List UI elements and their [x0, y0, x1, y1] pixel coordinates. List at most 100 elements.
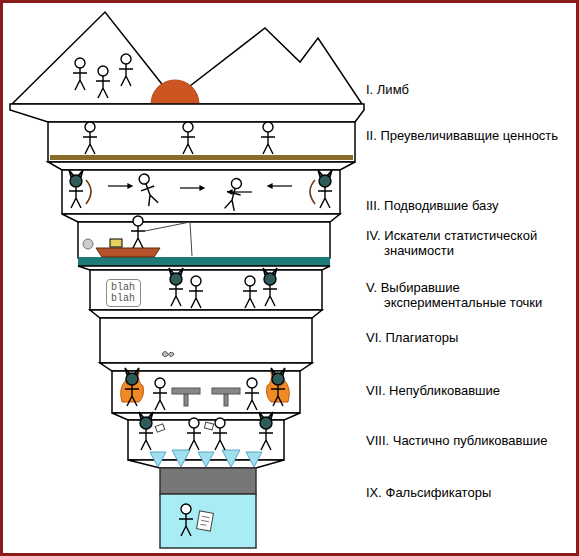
circle-nine: [160, 494, 256, 548]
circle-label: VI. Плагиаторы: [366, 330, 458, 345]
circle-six: [100, 318, 312, 363]
paper: [197, 511, 214, 531]
circle-nine: [179, 504, 193, 536]
boat: [96, 248, 160, 257]
circle-six: [100, 363, 312, 371]
icicles: [150, 450, 262, 467]
arrows: [180, 187, 200, 188]
circle-label: IX. Фальсификаторы: [366, 485, 491, 500]
fishing-line: [145, 222, 192, 256]
circle-eight: [187, 418, 201, 450]
circle-label: II. Преувеличивавщие ценность: [366, 128, 558, 143]
circle-two: [261, 122, 275, 154]
circle-two: [48, 162, 355, 170]
table: [172, 388, 240, 406]
circle-eight: [213, 418, 227, 450]
circle-four: [78, 216, 330, 270]
icicles: [198, 452, 214, 467]
circle-three: [223, 177, 245, 212]
arrows: [232, 191, 252, 192]
circle-three: [62, 170, 340, 222]
circle-three: [62, 170, 340, 214]
arrows: [108, 184, 292, 194]
circle-four: [131, 216, 145, 248]
speech-bubble: blah blah: [106, 279, 141, 307]
arrows: [268, 184, 272, 188]
circle-eight: [259, 412, 273, 450]
bow: [86, 180, 315, 204]
arrows: [200, 186, 204, 190]
rock: [83, 239, 93, 249]
limbo-mountains: [12, 12, 362, 104]
circle-five: [189, 276, 203, 308]
circle-seven: [153, 378, 167, 410]
circle-five: [169, 268, 183, 306]
circle-four: [78, 222, 330, 258]
limbo-mountains: [10, 104, 364, 122]
limbo-mountains: [10, 12, 364, 122]
circle-nine: [160, 468, 256, 548]
circle-label-wrap: I. Лимб: [366, 82, 572, 97]
circle-label: III. Подводившие базу: [366, 198, 498, 213]
circle-label-wrap: II. Преувеличивавщие ценность: [366, 128, 572, 143]
circle-seven: [271, 368, 285, 406]
paper: [155, 422, 213, 432]
table: [172, 388, 200, 394]
circle-two: [181, 122, 195, 154]
circle-two: [83, 122, 97, 154]
icicles: [150, 452, 166, 467]
limbo-mountains: [73, 58, 87, 90]
circle-six: [100, 318, 312, 371]
circle-label-wrap: VIII. Частично публиковавшие: [366, 433, 572, 448]
arrows: [128, 184, 132, 188]
circle-five: [243, 276, 257, 308]
circle-seven: [245, 378, 259, 410]
circle-label-wrap: IX. Фальсификаторы: [366, 485, 572, 500]
bubble-text: blah blah: [111, 282, 135, 304]
circle-three: [62, 214, 340, 222]
circle-eight: [128, 412, 284, 468]
limbo-mountains: [119, 54, 133, 86]
circle-five: [90, 268, 322, 318]
circle-seven: [112, 368, 300, 420]
arrows: [108, 185, 128, 186]
circle-label: V. Выбиравшие экспериментальные точки: [366, 280, 542, 310]
floor: [50, 155, 353, 160]
circle-label: IV. Искатели статистической значимости: [366, 228, 537, 258]
circle-label: I. Лимб: [366, 82, 409, 97]
sun: [151, 80, 199, 104]
circle-label-wrap: VI. Плагиаторы: [366, 330, 572, 345]
table: [224, 394, 228, 406]
paper: [204, 422, 213, 430]
circle-two: [48, 122, 355, 162]
circle-label: VIII. Частично публиковавшие: [366, 433, 547, 448]
circle-label-wrap: IV. Искатели статистической значимости: [366, 228, 572, 258]
icicles: [172, 450, 190, 467]
circle-label-wrap: V. Выбиравшие экспериментальные точки: [366, 280, 572, 310]
icicles: [222, 450, 240, 467]
circle-label-wrap: III. Подводившие базу: [366, 198, 572, 213]
circle-three: [318, 170, 332, 208]
circle-two: [48, 122, 355, 170]
paper: [155, 424, 165, 432]
water: [78, 257, 330, 266]
paper-lines: [200, 516, 209, 525]
circle-three: [223, 177, 245, 212]
circle-three: [136, 172, 160, 207]
circle-label-wrap: VII. Непубликовавшие: [366, 383, 572, 398]
scribble: [162, 352, 174, 357]
table: [184, 394, 188, 406]
circle-five: [90, 270, 322, 310]
circle-nine: [160, 468, 256, 494]
circle-three: [69, 170, 83, 208]
circle-seven: [125, 368, 139, 406]
circle-label: VII. Непубликовавшие: [366, 383, 500, 398]
arrows: [272, 185, 292, 186]
table: [212, 388, 240, 394]
circle-five: [263, 268, 277, 306]
